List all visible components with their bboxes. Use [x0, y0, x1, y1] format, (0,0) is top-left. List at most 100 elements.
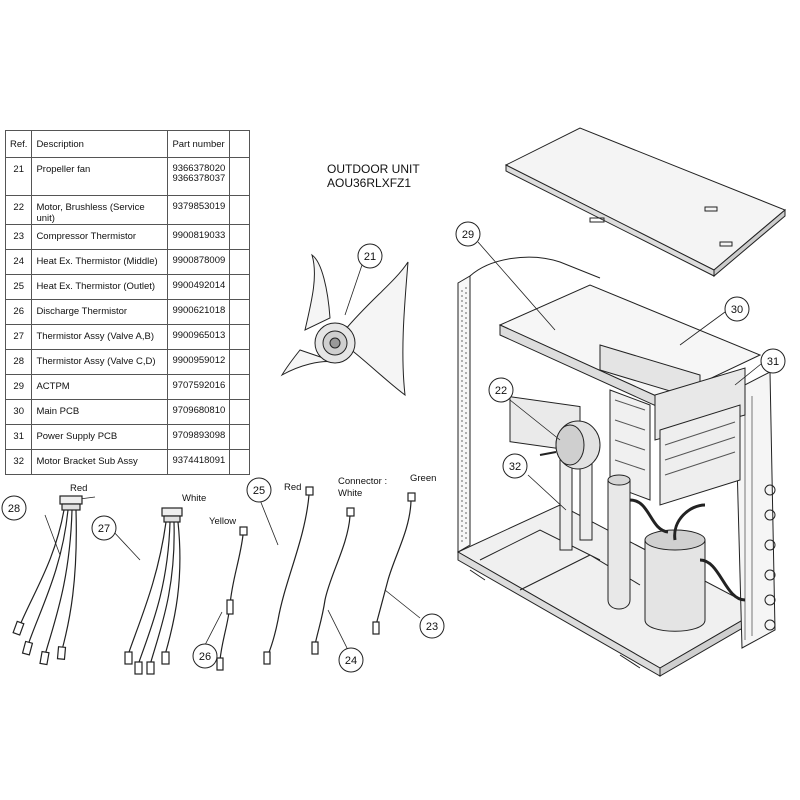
row-part-number: 9374418091	[167, 449, 231, 475]
row-ref: 27	[4, 324, 33, 350]
row-ref: 31	[4, 424, 33, 450]
part-number-value: 9366378037	[172, 173, 226, 184]
row-description: Propeller fan	[31, 157, 169, 196]
callout-31: 31	[760, 348, 786, 374]
callout-leaders	[44, 241, 762, 651]
wire-label-red-25: Red	[284, 482, 301, 493]
row-description: ACTPM	[31, 374, 169, 400]
part-number-value: 9900492014	[172, 280, 226, 291]
row-ref: 24	[4, 249, 33, 275]
row-ref: 21	[4, 157, 33, 196]
callout-27: 27	[91, 515, 117, 541]
row-description: Power Supply PCB	[31, 424, 169, 450]
part-number-value: 9900878009	[172, 255, 226, 266]
header-ref: Ref.	[4, 130, 33, 158]
fan-motor-drawing	[539, 420, 601, 551]
row-description: Heat Ex. Thermistor (Middle)	[31, 249, 169, 275]
part-number-value: 9900965013	[172, 330, 226, 341]
callout-29: 29	[455, 221, 481, 247]
callout-22: 22	[488, 377, 514, 403]
row-part-number: 9900965013	[167, 324, 231, 350]
thermistor-26-drawing	[216, 526, 248, 671]
part-number-value: 9900819033	[172, 230, 226, 241]
thermistor-23-drawing	[372, 492, 416, 635]
callout-31-label: 31	[767, 356, 779, 368]
wire-label-connector: Connector :	[338, 476, 387, 487]
callout-21-label: 21	[364, 251, 376, 263]
row-description: Thermistor Assy (Valve A,B)	[31, 324, 169, 350]
callout-28-label: 28	[8, 503, 20, 515]
row-part-number: 9900878009	[167, 249, 231, 275]
callout-27-label: 27	[98, 523, 110, 535]
callout-32: 32	[502, 453, 528, 479]
electrical-box-drawing	[498, 284, 762, 506]
row-part-number: 9707592016	[167, 374, 231, 400]
row-part-number: 9900819033	[167, 224, 231, 250]
row-description: Compressor Thermistor	[31, 224, 169, 250]
part-number-value: 9900621018	[172, 305, 226, 316]
wire-label-yellow-26: Yellow	[209, 516, 236, 527]
callout-23-label: 23	[426, 621, 438, 633]
part-number-value: 9707592016	[172, 380, 226, 391]
row-extra	[229, 449, 251, 475]
row-ref: 22	[4, 195, 33, 225]
thermistor-assy-27-drawing	[124, 507, 183, 675]
callout-25: 25	[246, 477, 272, 503]
table-header-row: Ref. Description Part number	[4, 130, 251, 158]
row-description: Heat Ex. Thermistor (Outlet)	[31, 274, 169, 300]
callout-32-label: 32	[509, 461, 521, 473]
row-part-number: 9900492014	[167, 274, 231, 300]
callout-23: 23	[419, 613, 445, 639]
part-number-value: 9379853019	[172, 201, 226, 212]
thermistor-25-drawing	[263, 486, 314, 665]
callout-25-label: 25	[253, 485, 265, 497]
top-panel-drawing	[504, 127, 786, 278]
part-number-value: 9374418091	[172, 455, 226, 466]
callout-22-label: 22	[495, 385, 507, 397]
part-number-value: 9709680810	[172, 405, 226, 416]
thermistor-24-drawing	[311, 507, 355, 655]
callout-24: 24	[338, 647, 364, 673]
callout-26: 26	[192, 643, 218, 669]
wire-label-white-27: White	[182, 493, 206, 504]
callout-21: 21	[357, 243, 383, 269]
part-number-value: 9366378020	[172, 163, 226, 174]
callout-29-label: 29	[462, 229, 474, 241]
row-part-number: 9900959012	[167, 349, 231, 375]
callout-30: 30	[724, 296, 750, 322]
wire-label-white-24: White	[338, 488, 362, 499]
callout-24-label: 24	[345, 655, 357, 667]
row-part-number: 9900621018	[167, 299, 231, 325]
part-number-value: 9900959012	[172, 355, 226, 366]
unit-title-line1: OUTDOOR UNIT	[327, 162, 420, 176]
row-description: Motor, Brushless (Service unit)	[31, 195, 169, 225]
row-ref: 26	[4, 299, 33, 325]
row-ref: 32	[4, 449, 33, 475]
row-ref: 30	[4, 399, 33, 425]
wire-label-green-23: Green	[410, 473, 436, 484]
thermistor-assy-28-drawing	[12, 495, 83, 666]
propeller-fan-drawing	[280, 253, 409, 397]
wire-label-red-28: Red	[70, 483, 87, 494]
compressor-drawing	[607, 474, 746, 632]
callout-28: 28	[1, 495, 27, 521]
row-description: Motor Bracket Sub Assy	[31, 449, 169, 475]
callout-30-label: 30	[731, 304, 743, 316]
row-part-number: 9709680810	[167, 399, 231, 425]
unit-title-line2: AOU36RLXFZ1	[327, 176, 411, 190]
row-ref: 23	[4, 224, 33, 250]
part-number-value: 9709893098	[172, 430, 226, 441]
